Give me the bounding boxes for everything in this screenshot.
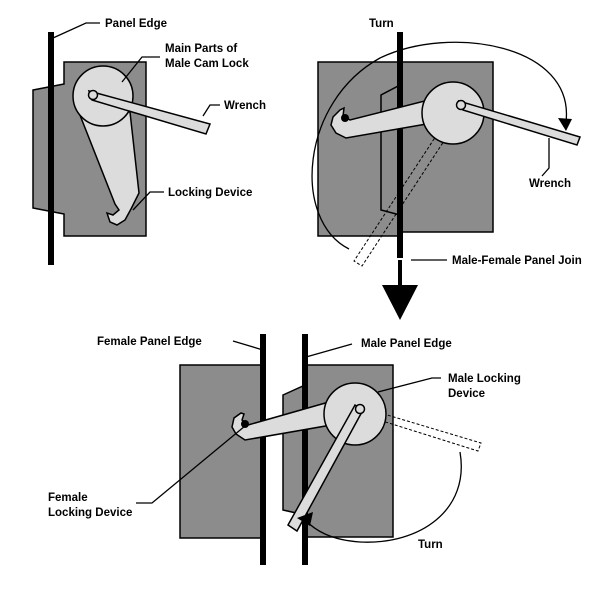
label-wrench-2: Wrench bbox=[529, 178, 571, 190]
diagram-main-parts: Panel Edge Main Parts of Male Cam Lock W… bbox=[32, 18, 266, 265]
wrench-pivot-3 bbox=[354, 403, 366, 415]
label-female-locking-2: Locking Device bbox=[48, 507, 132, 519]
cam-hook-tip-2 bbox=[341, 114, 349, 122]
leader-locking-device bbox=[132, 191, 164, 211]
leader-male-panel-edge bbox=[305, 343, 353, 358]
label-main-parts-1: Main Parts of bbox=[165, 43, 237, 55]
wrench-pivot-2 bbox=[455, 99, 467, 111]
leader-male-locking-device bbox=[377, 377, 441, 393]
turn-arrowhead-top bbox=[558, 118, 572, 131]
label-male-female-join: Male-Female Panel Join bbox=[452, 255, 582, 267]
label-locking-device: Locking Device bbox=[168, 187, 252, 199]
label-male-locking-1: Male Locking bbox=[448, 373, 521, 385]
cam-hook-tip-3 bbox=[241, 420, 249, 428]
label-male-panel-edge: Male Panel Edge bbox=[361, 338, 452, 350]
wrench-pivot-1 bbox=[87, 89, 99, 101]
label-turn-bottom: Turn bbox=[418, 539, 443, 551]
label-main-parts-2: Male Cam Lock bbox=[165, 58, 249, 70]
leader-female-locking-device bbox=[136, 425, 246, 504]
leader-wrench-2 bbox=[541, 138, 550, 177]
label-wrench-1: Wrench bbox=[224, 100, 266, 112]
label-male-locking-2: Device bbox=[448, 388, 485, 400]
down-arrow-head bbox=[382, 285, 418, 320]
turn-arc-top bbox=[311, 41, 567, 250]
label-female-locking-1: Female bbox=[48, 492, 88, 504]
label-panel-edge: Panel Edge bbox=[105, 18, 167, 30]
turn-arrowhead-bottom bbox=[297, 512, 313, 526]
turn-arc-bottom bbox=[304, 451, 462, 543]
leader-female-panel-edge bbox=[232, 340, 264, 351]
leader-wrench-1 bbox=[202, 104, 220, 117]
label-female-panel-edge: Female Panel Edge bbox=[97, 336, 202, 348]
cam-lock-body-1 bbox=[74, 104, 140, 226]
leader-main-parts bbox=[121, 56, 160, 83]
leader-panel-edge bbox=[52, 22, 100, 39]
female-panel-3 bbox=[179, 364, 264, 539]
diagram-turning: Turn Wrench Male-Female Panel Join bbox=[311, 18, 582, 320]
diagram-locked: Female Panel Edge Male Panel Edge Male L… bbox=[48, 334, 521, 565]
label-turn-top: Turn bbox=[369, 18, 394, 30]
